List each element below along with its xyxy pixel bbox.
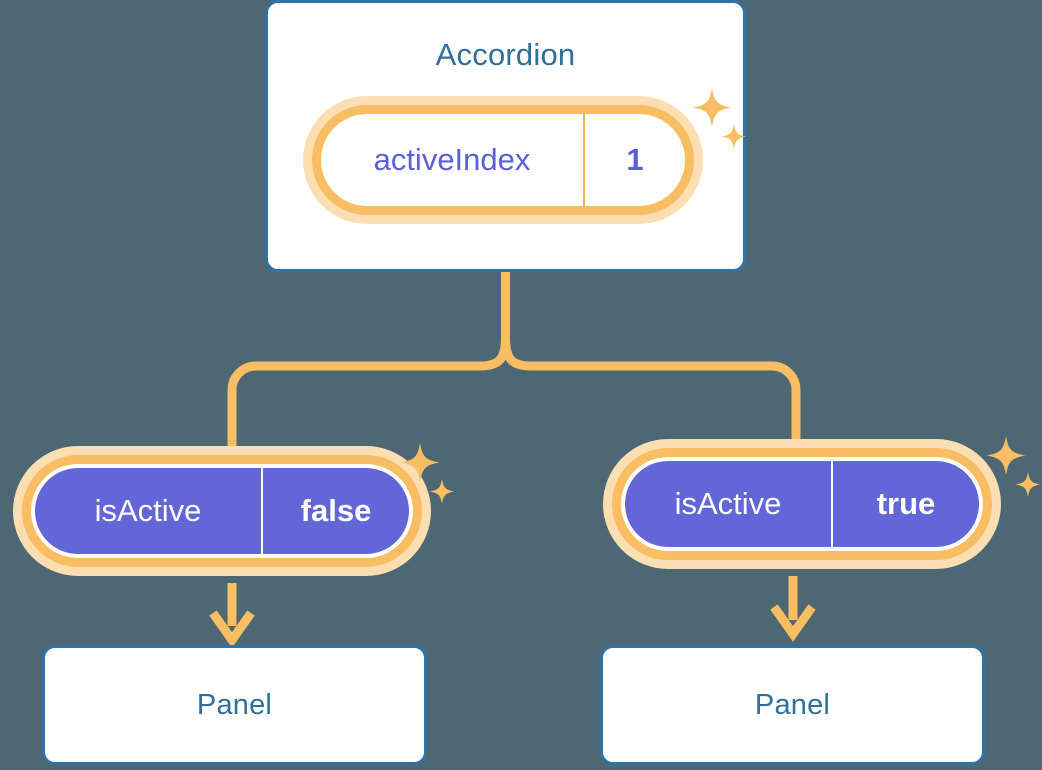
right-pill-key: isActive <box>674 486 782 521</box>
sparkle-group-right <box>984 434 1042 511</box>
left-isactive-pill[interactable]: isActive false <box>22 455 422 567</box>
state-pill-hollow: activeIndex 1 <box>312 105 694 215</box>
left-panel-card[interactable]: Panel <box>42 645 427 765</box>
state-pill-body-right: isActive true <box>625 461 979 547</box>
state-pill-body-left: isActive false <box>35 468 409 554</box>
arrow-down-icon-left <box>209 610 255 648</box>
right-isactive-pill[interactable]: isActive true <box>612 448 992 560</box>
accordion-card-title: Accordion <box>435 37 576 72</box>
state-pill-value: 1 <box>583 114 685 206</box>
sparkle-small-icon <box>429 479 455 504</box>
sparkle-large-icon <box>986 436 1026 475</box>
state-pill-key: activeIndex <box>373 142 531 177</box>
connector-branch-left <box>227 337 510 459</box>
right-panel-card[interactable]: Panel <box>600 645 985 765</box>
left-pill-value: false <box>261 468 409 554</box>
accordion-state-pill[interactable]: activeIndex 1 <box>312 105 694 215</box>
left-pill-key: isActive <box>94 493 202 528</box>
arrow-down-icon-right <box>770 604 816 642</box>
left-panel-title: Panel <box>196 688 273 721</box>
state-pill-filled-right: isActive true <box>612 448 992 560</box>
sparkle-small-icon <box>1015 472 1041 497</box>
connector-branch-right <box>501 337 801 452</box>
right-panel-title: Panel <box>754 688 831 721</box>
right-pill-value: true <box>831 461 979 547</box>
state-pill-filled-left: isActive false <box>22 455 422 567</box>
